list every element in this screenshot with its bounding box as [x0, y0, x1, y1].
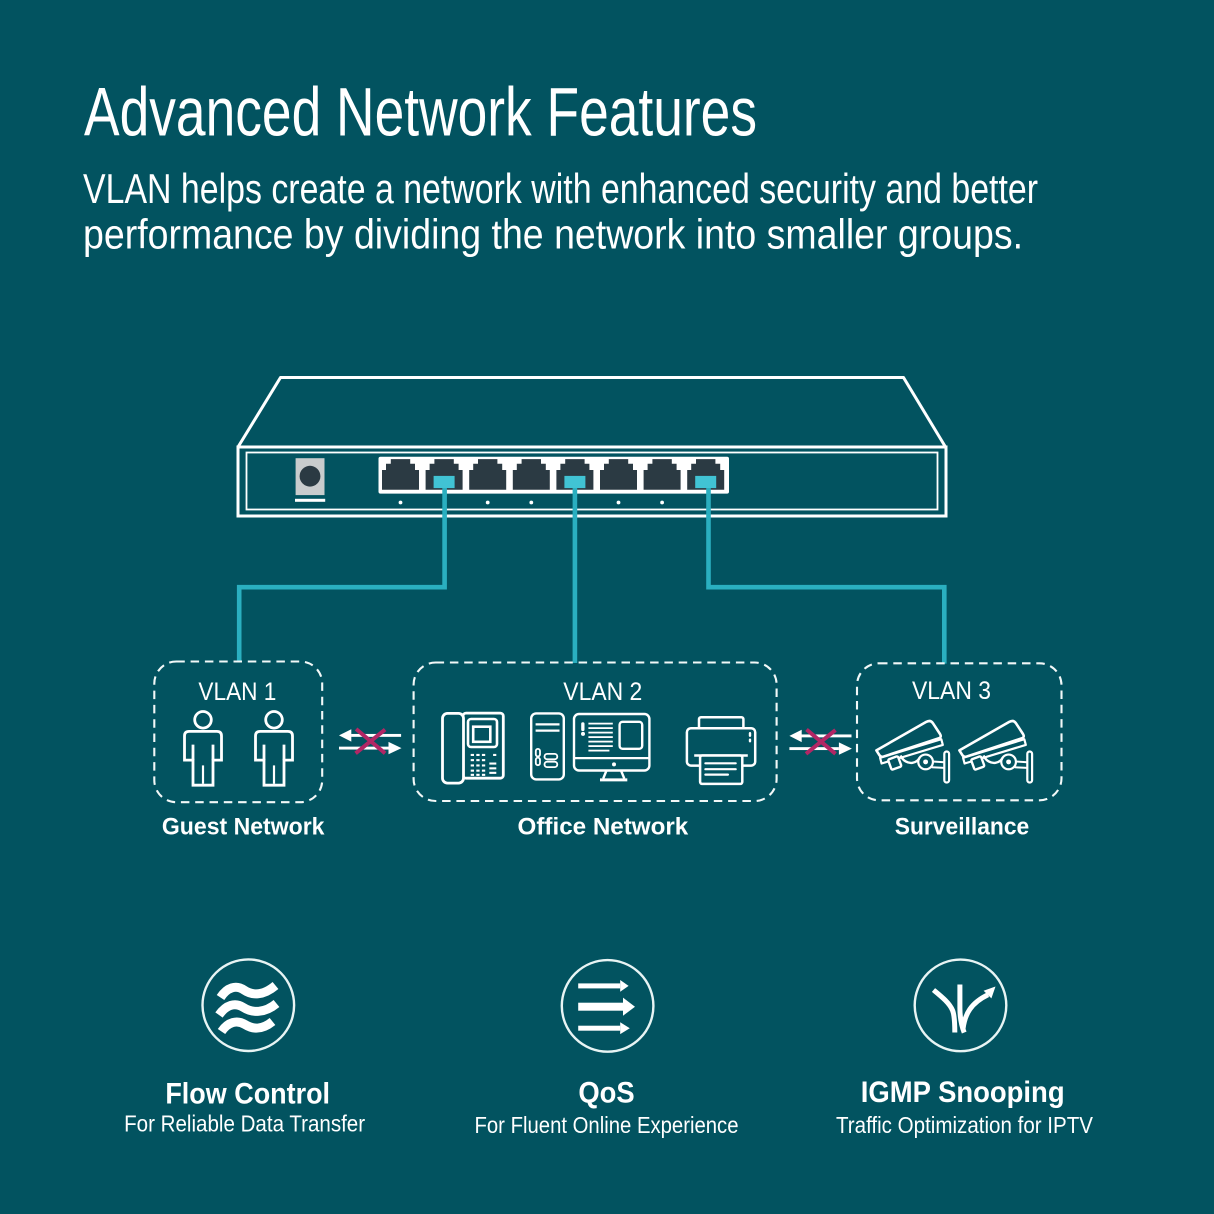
svg-text:VLAN 3: VLAN 3	[912, 677, 991, 705]
svg-text:QoS: QoS	[578, 1077, 634, 1110]
svg-text:VLAN 1: VLAN 1	[198, 678, 276, 706]
svg-text:VLAN helps create a network wi: VLAN helps create a network with enhance…	[83, 165, 1038, 212]
svg-text:IGMP Snooping: IGMP Snooping	[861, 1076, 1065, 1109]
svg-text:VLAN 2: VLAN 2	[563, 678, 642, 706]
svg-text:Guest Network: Guest Network	[162, 814, 325, 841]
svg-text:Flow Control: Flow Control	[165, 1078, 330, 1111]
svg-text:For Reliable Data Transfer: For Reliable Data Transfer	[124, 1111, 365, 1137]
svg-text:For Fluent Online Experience: For Fluent Online Experience	[475, 1112, 739, 1138]
svg-text:performance by dividing the ne: performance by dividing the network into…	[83, 211, 1023, 258]
svg-text:Surveillance: Surveillance	[895, 814, 1030, 841]
svg-text:Office Network: Office Network	[518, 813, 689, 840]
svg-text:Traffic Optimization for IPTV: Traffic Optimization for IPTV	[836, 1112, 1094, 1138]
svg-text:Advanced Network Features: Advanced Network Features	[84, 74, 757, 151]
